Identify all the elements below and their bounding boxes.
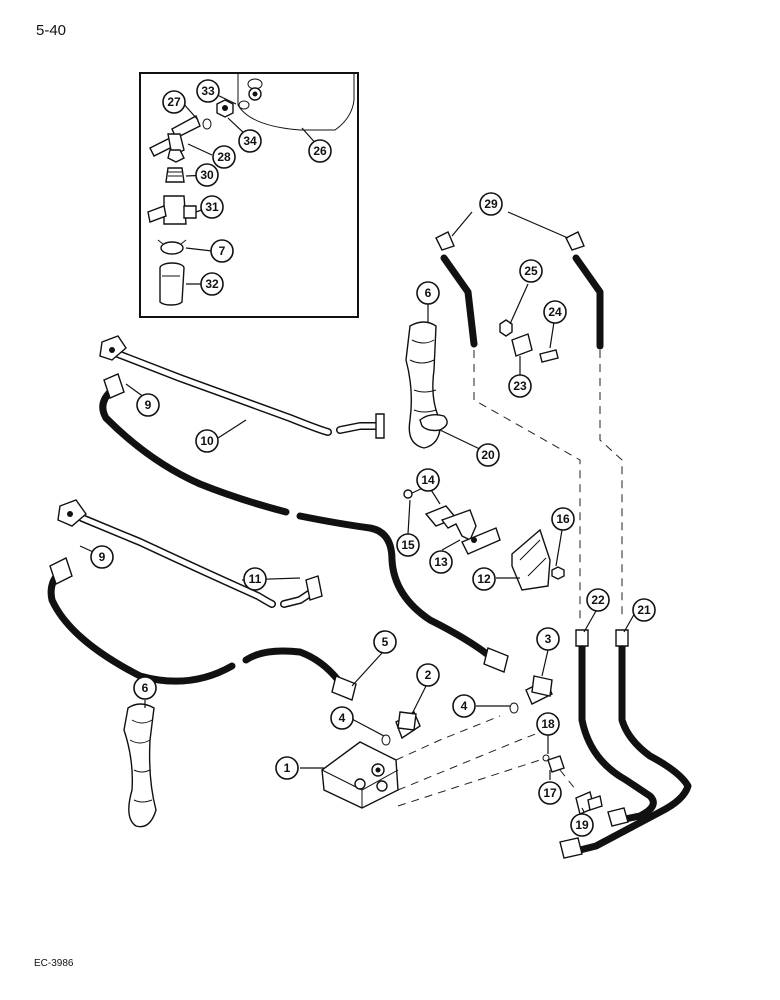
svg-text:5: 5: [382, 635, 389, 649]
svg-text:13: 13: [434, 555, 448, 569]
callout-6-upper: 6: [416, 281, 440, 305]
callout-18: 18: [536, 712, 560, 736]
reference-code: EC-3986: [34, 958, 74, 969]
svg-text:19: 19: [575, 818, 589, 832]
svg-text:31: 31: [205, 200, 219, 214]
callout-9-upper: 9: [136, 393, 160, 417]
svg-text:34: 34: [243, 134, 257, 148]
callout-11: 11: [243, 567, 267, 591]
callout-2: 2: [416, 663, 440, 687]
callout-33: 33: [196, 79, 220, 103]
svg-text:20: 20: [481, 448, 495, 462]
callout-26: 26: [308, 139, 332, 163]
callout-20: 20: [476, 443, 500, 467]
fittings: [381, 675, 603, 815]
svg-text:33: 33: [201, 84, 215, 98]
callout-9-lower: 9: [90, 545, 114, 569]
svg-text:18: 18: [541, 717, 555, 731]
callout-1: 1: [275, 756, 299, 780]
svg-text:4: 4: [461, 699, 468, 713]
svg-text:6: 6: [142, 681, 149, 695]
callout-10: 10: [195, 429, 219, 453]
pump-1: [321, 741, 399, 809]
return-tube-10: [99, 335, 385, 439]
callout-16: 16: [551, 507, 575, 531]
callout-27: 27: [162, 90, 186, 114]
callout-6-lower: 6: [133, 676, 157, 700]
svg-text:14: 14: [421, 473, 435, 487]
callout-30: 30: [195, 163, 219, 187]
svg-text:9: 9: [145, 398, 152, 412]
svg-text:25: 25: [524, 264, 538, 278]
callout-17: 17: [538, 781, 562, 805]
callout-28: 28: [212, 145, 236, 169]
callout-32: 32: [200, 272, 224, 296]
callout-22: 22: [586, 588, 610, 612]
svg-text:6: 6: [425, 286, 432, 300]
svg-text:4: 4: [339, 711, 346, 725]
svg-text:3: 3: [545, 632, 552, 646]
svg-text:29: 29: [484, 197, 498, 211]
svg-text:23: 23: [513, 379, 527, 393]
bracket-hardware: [403, 479, 565, 591]
svg-text:24: 24: [548, 305, 562, 319]
callout-12: 12: [472, 567, 496, 591]
callout-25: 25: [519, 259, 543, 283]
svg-text:21: 21: [637, 603, 651, 617]
svg-text:7: 7: [219, 244, 226, 258]
callout-7: 7: [210, 239, 234, 263]
callout-31: 31: [200, 195, 224, 219]
svg-text:2: 2: [425, 668, 432, 682]
callout-29: 29: [479, 192, 503, 216]
callout-13: 13: [429, 550, 453, 574]
hoses-29: [435, 231, 604, 363]
svg-text:27: 27: [167, 95, 181, 109]
callout-23: 23: [508, 374, 532, 398]
svg-text:30: 30: [200, 168, 214, 182]
svg-text:15: 15: [401, 538, 415, 552]
callout-15: 15: [396, 533, 420, 557]
pressure-hose-5: [47, 373, 509, 701]
callout-24: 24: [543, 300, 567, 324]
inset-detail: [139, 72, 359, 318]
callout-4-left: 4: [330, 706, 354, 730]
callout-21: 21: [632, 598, 656, 622]
svg-text:10: 10: [200, 434, 214, 448]
callout-4-right: 4: [452, 694, 476, 718]
svg-text:1: 1: [284, 761, 291, 775]
connection-dashes: [395, 350, 623, 807]
svg-text:17: 17: [543, 786, 557, 800]
page-number: 5-40: [36, 22, 67, 39]
svg-text:12: 12: [477, 572, 491, 586]
hoses-21-22: [559, 629, 692, 859]
callout-34: 34: [238, 129, 262, 153]
svg-text:11: 11: [249, 572, 262, 586]
callout-3: 3: [536, 627, 560, 651]
svg-text:16: 16: [556, 512, 570, 526]
callout-19: 19: [570, 813, 594, 837]
svg-text:26: 26: [313, 144, 327, 158]
clamp-20: [419, 413, 448, 432]
callout-5: 5: [373, 630, 397, 654]
callout-14: 14: [416, 468, 440, 492]
svg-text:22: 22: [591, 593, 605, 607]
return-tube-11: [57, 499, 323, 608]
svg-text:9: 9: [99, 550, 106, 564]
svg-text:28: 28: [217, 150, 231, 164]
svg-text:32: 32: [205, 277, 219, 291]
